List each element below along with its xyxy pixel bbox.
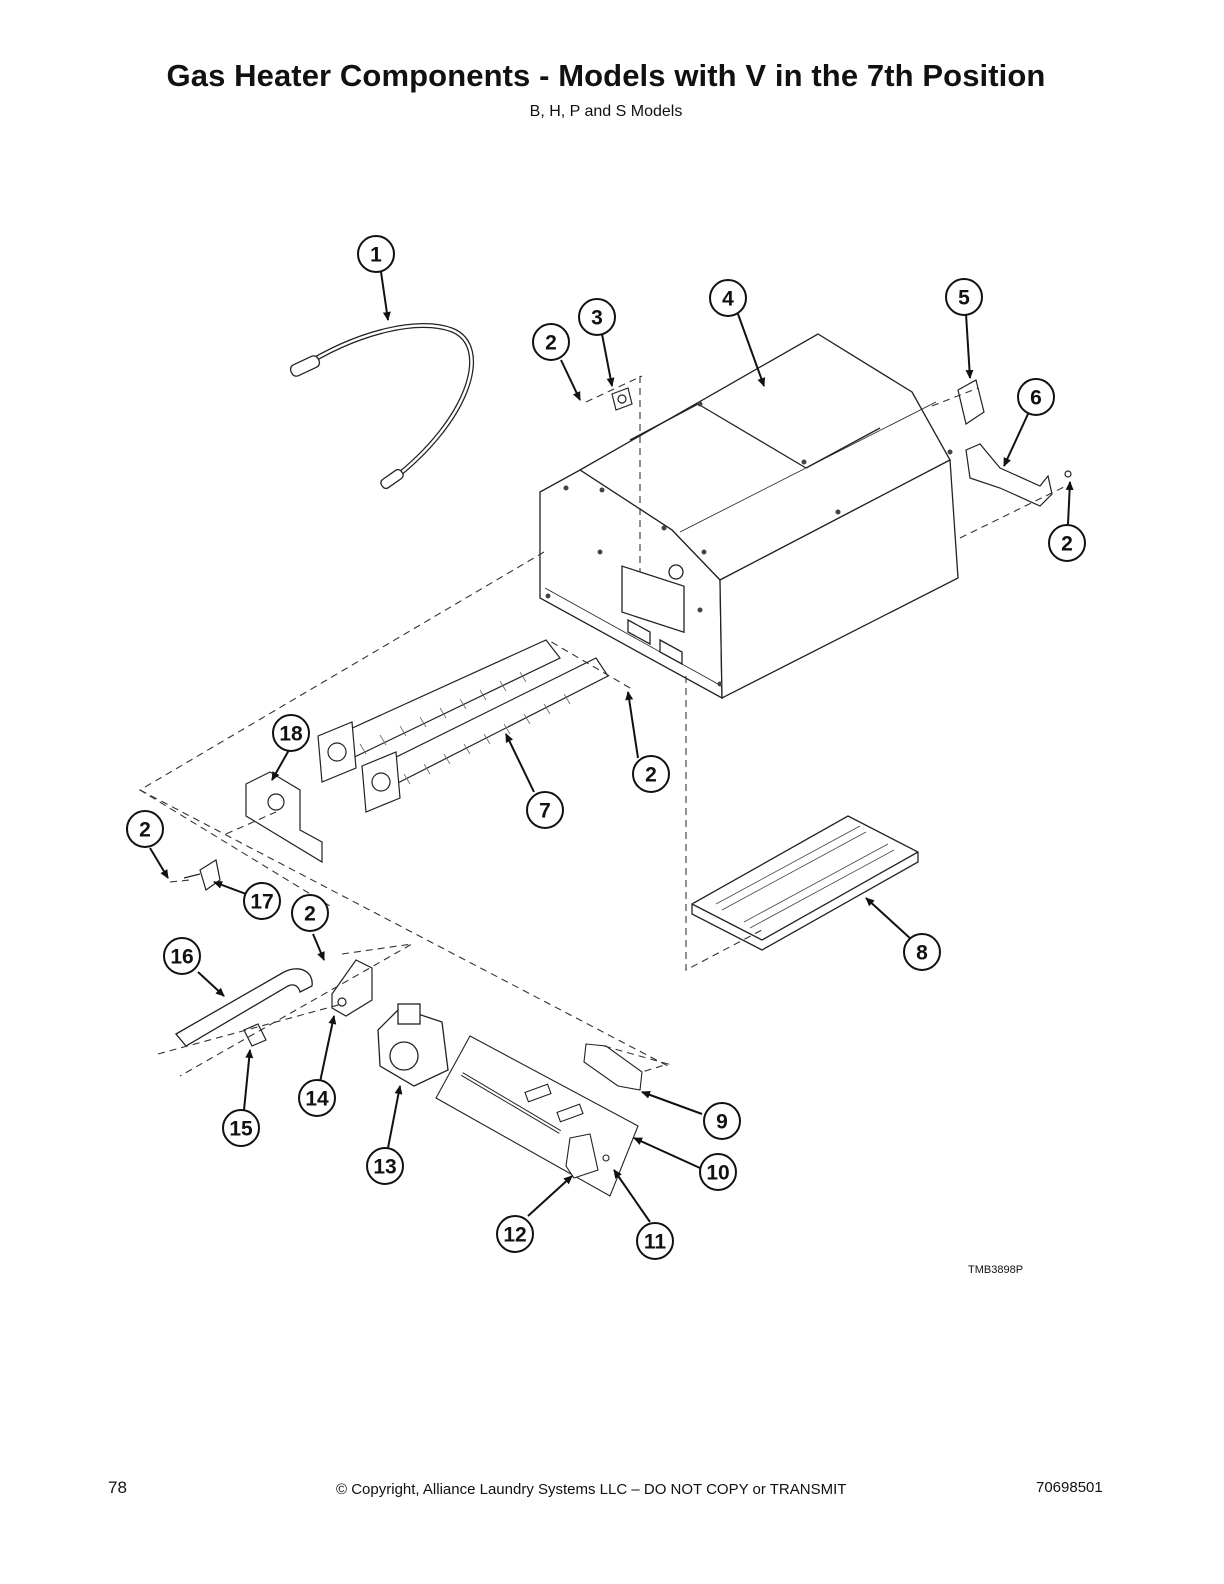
callout-label-17: 17 xyxy=(250,891,273,914)
callout-15 xyxy=(222,1109,260,1147)
callout-2-e xyxy=(291,894,329,932)
callout-14 xyxy=(298,1079,336,1117)
gas-valve xyxy=(377,1003,449,1087)
page-title: Gas Heater Components - Models with V in… xyxy=(166,58,1046,93)
callout-4 xyxy=(709,279,747,317)
valve-bracket xyxy=(331,959,373,1017)
callout-label-10: 10 xyxy=(706,1162,729,1185)
callout-label-2: 2 xyxy=(139,819,151,842)
pipe-fitting xyxy=(243,1023,267,1047)
callout-3 xyxy=(578,298,616,336)
callout-label-6: 6 xyxy=(1030,387,1042,410)
figure-code: TMB3898P xyxy=(968,1264,1024,1276)
callout-7 xyxy=(526,791,564,829)
callout-1 xyxy=(357,235,395,273)
callout-17 xyxy=(243,882,281,920)
ignition-cable xyxy=(289,323,475,490)
callout-12 xyxy=(496,1215,534,1253)
burner-tray xyxy=(691,815,919,951)
callout-label-8: 8 xyxy=(916,942,928,965)
callout-label-3: 3 xyxy=(591,307,603,330)
callout-2-a xyxy=(532,323,570,361)
brackets-right xyxy=(957,379,1072,507)
callout-8 xyxy=(903,933,941,971)
callout-label-2: 2 xyxy=(645,764,657,787)
callout-5 xyxy=(945,278,983,316)
callout-18 xyxy=(272,714,310,752)
document-number: 70698501 xyxy=(1036,1479,1103,1496)
callout-label-9: 9 xyxy=(716,1111,728,1134)
burner-tubes xyxy=(317,639,609,813)
callout-label-11: 11 xyxy=(644,1231,667,1254)
callout-label-12: 12 xyxy=(503,1224,526,1247)
callout-label-15: 15 xyxy=(229,1118,253,1141)
burner-texture xyxy=(359,671,571,785)
callout-label-2: 2 xyxy=(304,903,316,926)
callout-label-7: 7 xyxy=(539,800,551,823)
page-subtitle: B, H, P and S Models xyxy=(529,103,683,120)
callout-label-4: 4 xyxy=(722,288,734,311)
assembly-lines xyxy=(138,375,1067,1077)
manifold-assembly xyxy=(435,1035,643,1197)
gas-pipe xyxy=(175,968,313,1047)
callout-label-1: 1 xyxy=(370,244,382,267)
callout-16 xyxy=(163,937,201,975)
heater-box xyxy=(539,333,959,700)
callout-9 xyxy=(703,1102,741,1140)
callout-10 xyxy=(699,1153,737,1191)
callout-2-c xyxy=(632,755,670,793)
callout-label-18: 18 xyxy=(279,723,303,746)
copyright-notice: © Copyright, Alliance Laundry Systems LL… xyxy=(336,1481,847,1498)
callouts xyxy=(126,235,1086,1260)
callout-6 xyxy=(1017,378,1055,416)
leader-arrows xyxy=(149,271,1074,1223)
callout-labels: 1 2 3 4 5 6 2 2 7 18 2 17 2 16 8 14 15 1… xyxy=(139,244,1073,1254)
callout-13 xyxy=(366,1147,404,1185)
box-screws xyxy=(545,401,953,687)
tray-slots xyxy=(715,825,895,929)
callout-2-d xyxy=(126,810,164,848)
callout-label-14: 14 xyxy=(305,1088,329,1111)
callout-2-b xyxy=(1048,524,1086,562)
callout-label-2: 2 xyxy=(1061,533,1073,556)
limit-switch xyxy=(611,387,633,411)
callout-label-2: 2 xyxy=(545,332,557,355)
callout-label-13: 13 xyxy=(373,1156,396,1179)
callout-label-16: 16 xyxy=(170,946,193,969)
burner-bracket xyxy=(245,771,323,864)
igniter xyxy=(183,859,221,891)
callout-11 xyxy=(636,1222,674,1260)
page-number: 78 xyxy=(108,1478,127,1497)
callout-label-5: 5 xyxy=(958,287,970,310)
